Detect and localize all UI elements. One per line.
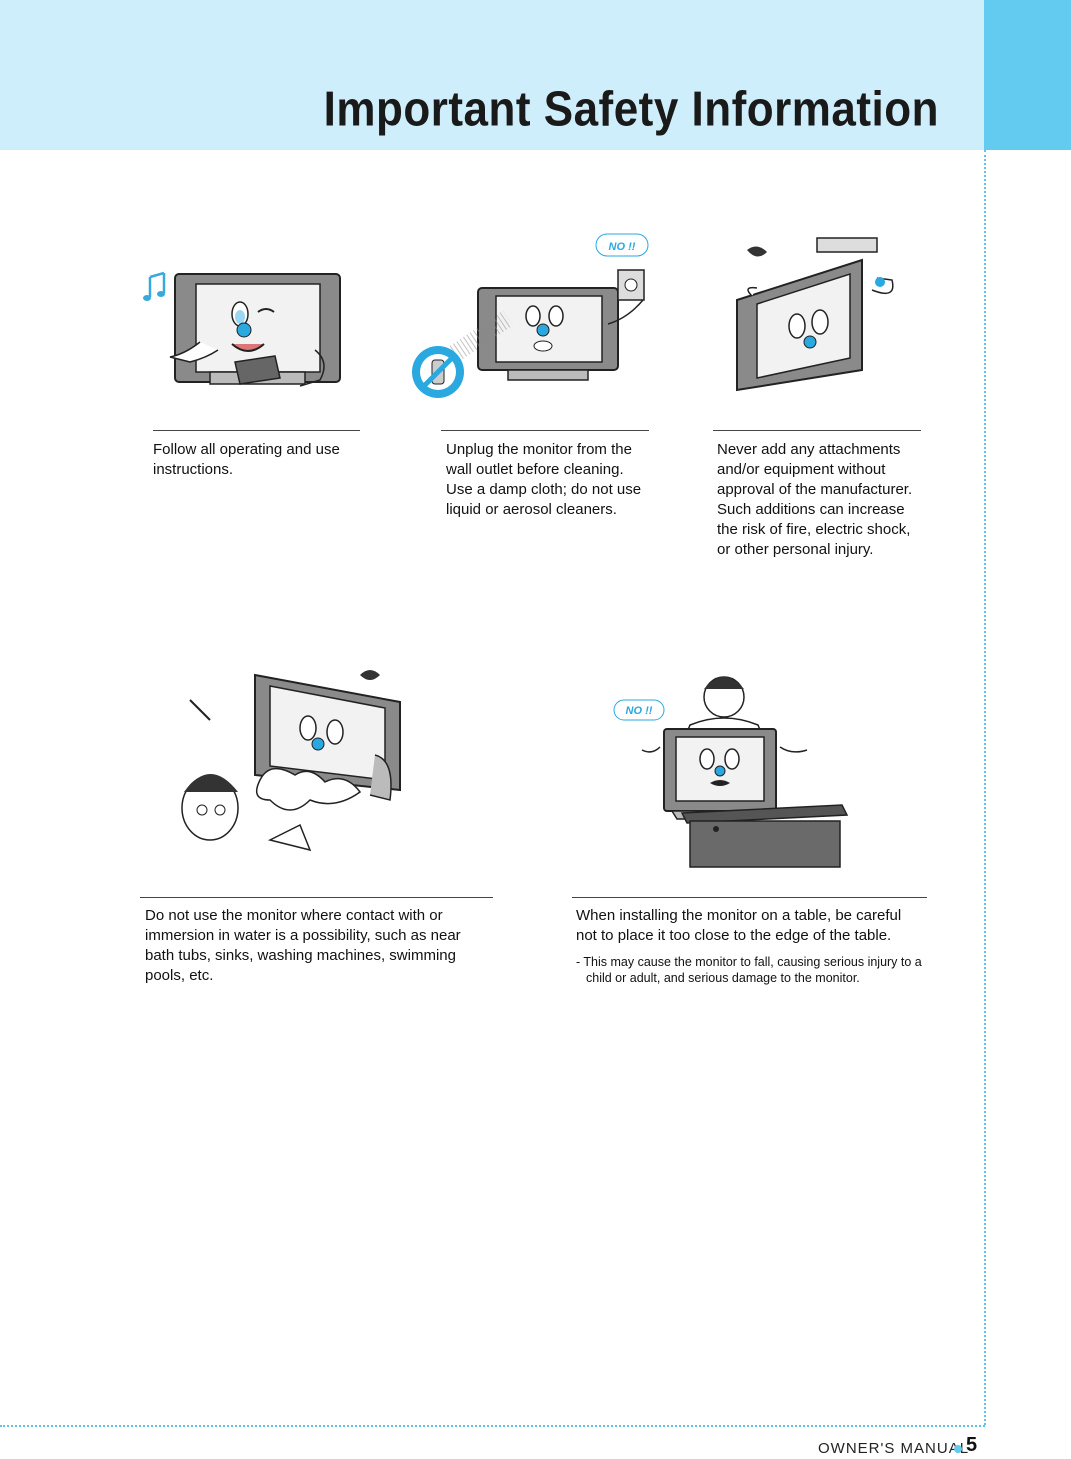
- footer-bullet: [954, 1445, 962, 1453]
- caption-water-hazard: Do not use the monitor where contact wit…: [145, 907, 461, 984]
- caption-no-attachments: Never add any attachments and/or equipme…: [717, 441, 913, 558]
- caption-follow-instructions: Follow all operating and use instruction…: [153, 441, 340, 478]
- caption-rule: [572, 897, 927, 898]
- page-title: Important Safety Information: [323, 82, 939, 137]
- caption-table-edge: When installing the monitor on a table, …: [576, 907, 902, 944]
- header-banner: [0, 0, 984, 150]
- margin-guide-vertical: [984, 150, 986, 1425]
- illustration-follow-instructions: [143, 271, 341, 387]
- caption-table-edge-note: - This may cause the monitor to fall, ca…: [576, 955, 922, 985]
- header-tab: [984, 0, 1071, 150]
- caption-unplug-cleaning: Unplug the monitor from the wall outlet …: [446, 441, 642, 518]
- footer-label: OWNER'S MANUAL: [818, 1440, 970, 1457]
- no-badge-cleaning: NO !!: [609, 241, 636, 253]
- caption-rule: [153, 430, 360, 431]
- caption-rule: [441, 430, 649, 431]
- margin-guide-horizontal: [0, 1425, 985, 1427]
- illustration-unplug-cleaning: NO !!: [412, 233, 649, 398]
- illustration-table-edge: NO !!: [613, 676, 849, 868]
- illustration-water-hazard: [181, 670, 401, 852]
- caption-rule: [140, 897, 493, 898]
- no-badge-table: NO !!: [626, 705, 653, 717]
- illustration-no-attachments: [736, 237, 894, 392]
- page-number: 5: [966, 1434, 978, 1456]
- caption-rule: [713, 430, 921, 431]
